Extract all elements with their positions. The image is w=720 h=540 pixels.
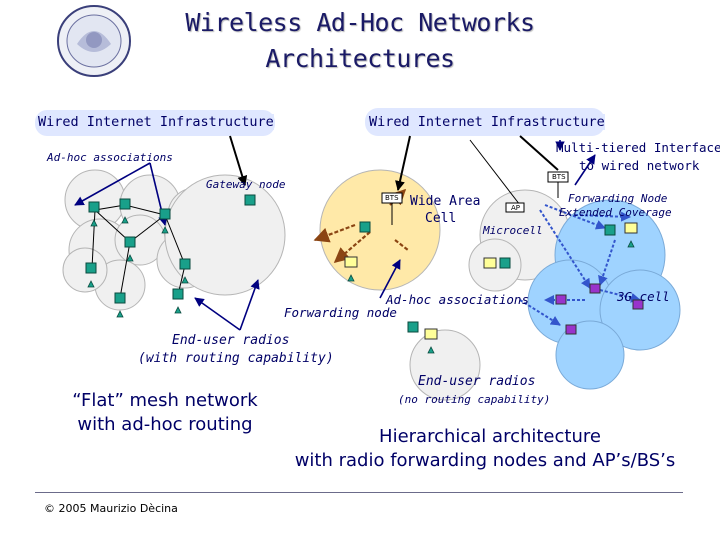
bts-towers [381,171,569,225]
wide-area-cell-label-1: Wide Area [410,194,481,209]
cell-3g-label: 3G cell [617,289,670,304]
wide-area-cell-label-2: Cell [425,211,457,226]
multitier-interfaces-label-2: to wired network [579,158,700,173]
adhoc-associations-label: Ad-hoc associations [47,151,173,164]
slide-title-line2: Architectures [265,44,455,73]
multitier-interfaces-label-1: Multi-tiered Interfaces [556,140,720,155]
bts-label-2: BTS [552,173,566,181]
end-user-radios-right-label-2: (no routing capability) [398,393,551,406]
bts-to-microcell-link [469,139,521,206]
wired-links [229,135,559,191]
forwarding-node-mid-label: Forwarding node [284,305,397,320]
university-seal-logo [55,4,133,78]
adhoc-associations-mid-label: Ad-hoc associations [386,292,529,307]
wired-infrastructure-right-label: Wired Internet Infrastructure [369,114,605,130]
microcell-label: Microcell [483,224,543,237]
pointer-arrows [74,140,596,331]
ap-label: AP [511,204,521,212]
gateway-node-label: Gateway node [206,178,286,191]
forwarding-nodes [359,221,616,333]
end-user-radios-left-label-1: End-user radios [172,333,290,348]
adhoc-blue-arrows [519,204,641,326]
extended-coverage-label: Extended Coverage [559,206,672,219]
footer-copyright: © 2005 Maurizio Dècina [44,502,178,515]
cell3g-user-nodes [555,283,644,335]
footer-divider [35,492,683,493]
wired-infrastructure-left-label: Wired Internet Infrastructure [38,114,274,130]
hier-caption-line2: with radio forwarding nodes and AP’s/BS’… [294,450,676,471]
end-user-radios-left-label-2: (with routing capability) [138,351,334,366]
mesh-nodes [85,194,511,304]
flat-caption-line1: “Flat” mesh network [72,390,258,411]
forwarding-node-right-label: Forwarding Node [568,192,668,205]
flat-caption-line2: with ad-hoc routing [77,414,253,435]
hier-caption-line1: Hierarchical architecture [379,426,601,447]
antenna-glyphs [87,216,635,354]
end-user-radios-right-label-1: End-user radios [418,374,536,389]
enduser-nodes [344,222,638,340]
bts-label-1: BTS [385,194,399,202]
slide-title-line1: Wireless Ad-Hoc Networks [185,8,535,37]
